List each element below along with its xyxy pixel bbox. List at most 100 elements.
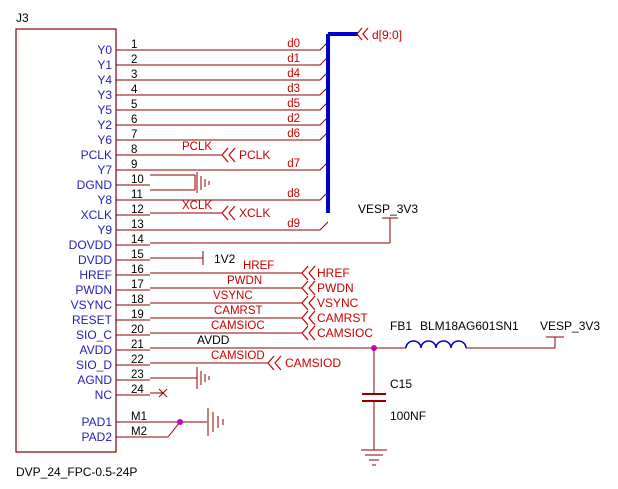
bus-entry-wire <box>150 191 329 201</box>
pin-name: DGND <box>77 178 113 192</box>
nc-net <box>150 388 168 398</box>
dgnd-net <box>150 172 210 193</box>
pad-ground-net <box>150 408 224 438</box>
capacitor-value: 100NF <box>390 409 426 423</box>
pclk-port-arrow <box>221 147 236 163</box>
pin-number: 1 <box>131 39 137 51</box>
xclk-net-label: XCLK <box>182 200 212 212</box>
pin-name: SIO_C <box>76 328 112 342</box>
pin-number: 7 <box>131 129 137 141</box>
camsioc-port-arrow <box>301 325 316 341</box>
href-net-label: HREF <box>243 260 274 272</box>
bus-net-label: d2 <box>287 113 300 125</box>
camsioc-net-label: CAMSIOC <box>211 320 265 332</box>
pin-number: 9 <box>131 159 137 171</box>
connector-footprint: DVP_24_FPC-0.5-24P <box>16 465 137 479</box>
ferrite-value: BLM18AG601SN1 <box>420 319 519 333</box>
pin-name: DOVDD <box>69 238 113 252</box>
pin-number: 2 <box>131 54 137 66</box>
agnd-net <box>150 367 210 389</box>
pclk-net-label: PCLK <box>182 141 212 153</box>
bus-entry-wire <box>150 86 329 96</box>
pin-number: 23 <box>131 369 144 381</box>
pin-name: DVDD <box>78 253 112 267</box>
href-port-arrow <box>301 265 316 281</box>
dvdd-net: 1V2 <box>150 251 236 266</box>
pin-number: 24 <box>131 384 144 396</box>
bus-net-label: d8 <box>287 188 300 200</box>
camrst-net: CAMRST CAMRST <box>150 305 368 326</box>
pad-name: PAD2 <box>82 430 113 444</box>
pin-number: 20 <box>131 324 144 336</box>
camsiod-net-label: CAMSIOD <box>211 350 265 362</box>
pin-name: Y9 <box>97 223 112 237</box>
camsioc-net: CAMSIOC CAMSIOC <box>150 320 373 341</box>
pwdn-port-label: PWDN <box>317 281 354 295</box>
pin-stub-group <box>116 49 150 438</box>
camsiod-port-label: CAMSIOD <box>285 356 341 370</box>
bus-entry-wire <box>150 221 329 231</box>
bus-net-label: d9 <box>287 218 300 230</box>
bus-net-label: d0 <box>287 38 300 50</box>
pwdn-port-arrow <box>301 280 316 296</box>
pin-name: XCLK <box>81 208 112 222</box>
href-port-label: HREF <box>317 266 350 280</box>
bus-net-label: d4 <box>287 68 300 80</box>
bus-entry-wire <box>150 161 329 171</box>
pin-number: 22 <box>131 354 144 366</box>
pin-name: AGND <box>77 373 112 387</box>
avdd-net-label: AVDD <box>197 333 230 347</box>
v1v2-label: 1V2 <box>214 252 236 266</box>
pin-name: NC <box>95 388 113 402</box>
pin-number: 10 <box>131 174 144 186</box>
pin-name: SIO_D <box>76 358 112 372</box>
vesp-top-label: VESP_3V3 <box>358 202 418 216</box>
bus-net-label: d1 <box>287 53 300 65</box>
pin-name: Y2 <box>97 118 112 132</box>
pin-name: AVDD <box>80 343 113 357</box>
pin-name: HREF <box>79 268 112 282</box>
xclk-port-arrow <box>221 205 236 221</box>
vsync-net-label: VSYNC <box>213 290 253 302</box>
pin-number: 11 <box>131 189 143 201</box>
connector-ref: J3 <box>16 11 29 25</box>
pin-number: 3 <box>131 69 137 81</box>
pin-name: PCLK <box>81 148 112 162</box>
bus-entry-wire <box>150 131 329 141</box>
pclk-port-label: PCLK <box>239 148 270 162</box>
pin-name: RESET <box>72 313 113 327</box>
camrst-port-label: CAMRST <box>317 311 368 325</box>
pin-number-group: 123456789101112131415161718192021222324M… <box>131 39 147 438</box>
bus-net-label: d6 <box>287 128 300 140</box>
pin-number: 4 <box>131 84 138 96</box>
pin-name: Y6 <box>97 133 112 147</box>
bus-label: d[9:0] <box>372 28 402 42</box>
pad-name: PAD1 <box>82 415 113 429</box>
pwdn-net-label: PWDN <box>227 275 262 287</box>
avdd-net: AVDD FB1 BLM18AG601SN1 VESP_3V3 C15 100N… <box>150 319 600 466</box>
bus-port-arrow <box>356 27 369 41</box>
connector-body <box>15 28 117 453</box>
pin-number: 15 <box>131 249 144 261</box>
pin-number: 14 <box>131 234 144 246</box>
pin-number: 16 <box>131 264 144 276</box>
pin-number: 12 <box>131 204 144 216</box>
camsiod-net: CAMSIOD CAMSIOD <box>150 350 341 371</box>
camsiod-port-arrow <box>267 355 282 371</box>
camsioc-port-label: CAMSIOC <box>317 326 373 340</box>
pin-name: Y3 <box>97 88 112 102</box>
bus-entry-wire <box>150 101 329 111</box>
bus-net-label: d3 <box>287 83 300 95</box>
pin-number: 13 <box>131 219 144 231</box>
pin-name: Y5 <box>97 103 112 117</box>
ferrite-ref: FB1 <box>390 319 412 333</box>
pin-name: VSYNC <box>71 298 113 312</box>
bus-net-label: d7 <box>287 158 300 170</box>
camrst-net-label: CAMRST <box>214 305 263 317</box>
vsync-port-arrow <box>301 295 316 311</box>
camrst-port-arrow <box>301 310 316 326</box>
xclk-port-label: XCLK <box>239 206 270 220</box>
bus-entry-wire <box>150 41 329 51</box>
